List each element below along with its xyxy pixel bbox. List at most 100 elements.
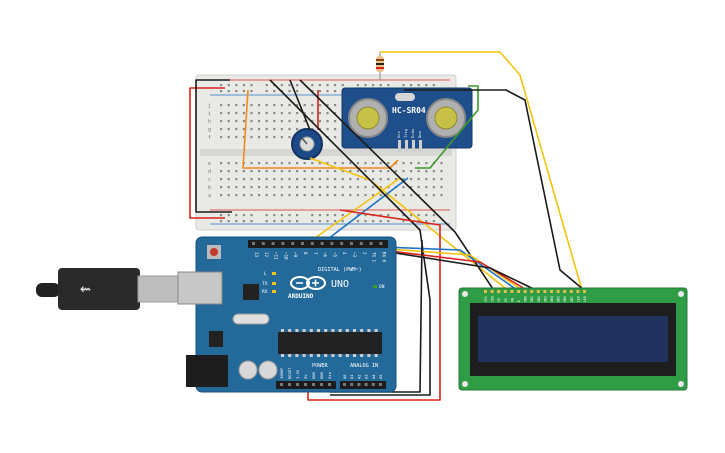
- breadboard-hole: [280, 84, 283, 87]
- digital-pin-socket[interactable]: [350, 242, 353, 245]
- lcd-pin: [503, 290, 507, 293]
- breadboard-hole: [250, 178, 253, 181]
- lcd-pin-label: VSS: [484, 296, 488, 302]
- chip-pin: [295, 329, 299, 332]
- breadboard-hole: [410, 186, 413, 189]
- sensor-transducer-left-inner: [356, 106, 380, 130]
- lcd-pin-label: DB5: [557, 296, 561, 302]
- breadboard-hole: [265, 178, 268, 181]
- analog-pin-socket[interactable]: [371, 383, 375, 386]
- chip-pin: [374, 329, 378, 332]
- breadboard-hole: [227, 128, 230, 131]
- lcd-pin: [484, 290, 487, 293]
- arduino-usb-jack: [177, 271, 223, 305]
- power-pin-socket[interactable]: [288, 383, 291, 386]
- breadboard-hole: [387, 214, 390, 217]
- lcd-pin-label: V0: [497, 298, 501, 302]
- sensor-pin: [412, 140, 415, 152]
- digital-pin-socket[interactable]: [291, 242, 295, 245]
- breadboard-hole: [220, 112, 223, 115]
- breadboard-hole: [280, 112, 283, 115]
- breadboard-hole: [341, 178, 344, 181]
- digital-pin-socket[interactable]: [320, 242, 324, 245]
- potentiometer[interactable]: [291, 128, 323, 160]
- breadboard-hole: [402, 214, 405, 217]
- chip-pin: [302, 329, 306, 332]
- digital-pin-socket[interactable]: [369, 242, 373, 245]
- chip-pin: [288, 329, 292, 332]
- wire-blue-cross: [319, 177, 409, 246]
- breadboard-hole: [417, 84, 420, 87]
- digital-pin-socket[interactable]: [252, 242, 255, 245]
- breadboard-hole: [280, 178, 283, 181]
- digital-pin-label: ~9: [293, 252, 298, 258]
- breadboard-hole: [273, 194, 276, 197]
- digital-pin-socket[interactable]: [340, 242, 344, 245]
- breadboard-channel: [200, 149, 452, 156]
- chip-pin: [345, 329, 349, 332]
- analog-pin-socket[interactable]: [379, 383, 382, 386]
- breadboard-hole: [273, 104, 276, 107]
- breadboard-hole: [296, 112, 299, 115]
- power-pin-socket[interactable]: [328, 383, 331, 386]
- power-pin-socket[interactable]: [304, 383, 307, 386]
- breadboard-hole: [250, 90, 253, 93]
- breadboard-hole: [227, 220, 230, 223]
- breadboard-hole: [235, 162, 238, 165]
- chip-pin: [288, 354, 292, 357]
- breadboard-hole: [296, 186, 299, 189]
- digital-pin-socket[interactable]: [359, 242, 363, 245]
- breadboard-hole: [326, 162, 329, 165]
- analog-pin-socket[interactable]: [364, 383, 368, 386]
- analog-pin-socket[interactable]: [350, 383, 354, 386]
- breadboard-hole: [326, 120, 329, 123]
- power-pin-socket[interactable]: [280, 383, 283, 386]
- breadboard-hole: [417, 170, 420, 173]
- digital-pin-socket[interactable]: [330, 242, 334, 245]
- analog-pin-socket[interactable]: [357, 383, 361, 386]
- breadboard-hole: [250, 170, 253, 173]
- digital-pin-socket[interactable]: [310, 242, 314, 245]
- chip-pin: [353, 329, 356, 332]
- digital-pin-socket[interactable]: [281, 242, 285, 245]
- rx-led-label: RX: [262, 289, 268, 295]
- breadboard-hole: [440, 186, 443, 189]
- breadboard-hole: [220, 128, 223, 131]
- digital-pin-socket[interactable]: [379, 242, 383, 245]
- analog-pin-socket[interactable]: [343, 383, 346, 386]
- breadboard-hole: [242, 136, 245, 139]
- arduino-brand: ARDUINO: [288, 293, 314, 300]
- breadboard-hole: [265, 214, 268, 217]
- breadboard-hole: [273, 178, 276, 181]
- breadboard-hole: [311, 170, 314, 173]
- breadboard-hole: [303, 170, 306, 173]
- breadboard-hole: [265, 194, 268, 197]
- breadboard-hole: [288, 214, 291, 217]
- breadboard-hole: [265, 170, 268, 173]
- power-pin-socket[interactable]: [312, 383, 315, 386]
- digital-pin-socket[interactable]: [261, 242, 265, 245]
- breadboard-hole: [334, 170, 337, 173]
- breadboard-row-letter: i: [208, 111, 211, 117]
- lcd-pin-label: DB4: [550, 296, 554, 302]
- breadboard-hole: [379, 170, 382, 173]
- digital-pin-socket[interactable]: [271, 242, 275, 245]
- power-pin-label: Vin: [327, 372, 332, 379]
- breadboard-hole: [265, 128, 268, 131]
- breadboard-hole: [417, 162, 420, 165]
- wire-green: [415, 85, 479, 169]
- digital-pin-socket[interactable]: [301, 242, 304, 245]
- breadboard-hole: [227, 162, 230, 165]
- power-pin-socket[interactable]: [296, 383, 299, 386]
- breadboard-hole: [280, 170, 283, 173]
- breadboard-hole: [318, 104, 321, 107]
- breadboard-hole: [326, 178, 329, 181]
- breadboard-hole: [387, 162, 390, 165]
- chip-pin: [331, 329, 335, 332]
- reset-button-cap[interactable]: [210, 248, 218, 256]
- power-pin-socket[interactable]: [320, 383, 323, 386]
- analog-pin-label: A3: [364, 374, 369, 379]
- breadboard-hole: [280, 186, 283, 189]
